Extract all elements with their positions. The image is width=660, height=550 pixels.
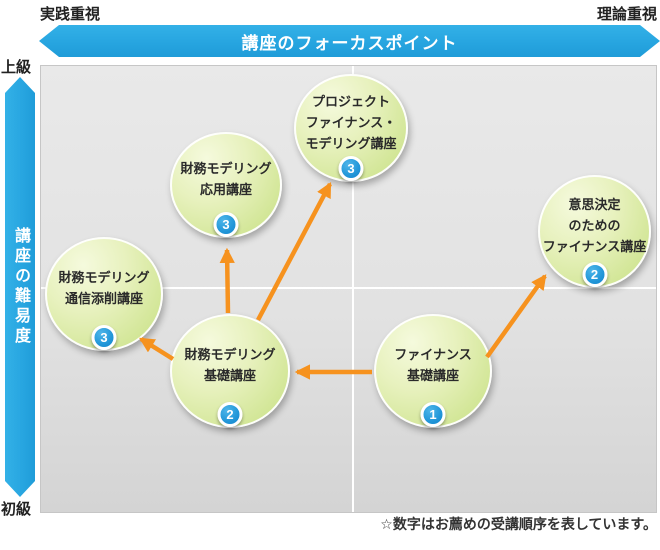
course-label: 財務モデリング 通信添削講座	[58, 270, 150, 306]
beginner-level-label: 初級	[1, 501, 32, 518]
order-badge: 1	[420, 402, 446, 427]
order-badge: 3	[338, 156, 364, 181]
quadrant-horizontal-line	[41, 287, 656, 289]
advanced-level-label: 上級	[1, 59, 32, 76]
focus-axis-arrow: 講座のフォーカスポイント	[39, 25, 660, 57]
order-badge: 3	[91, 325, 117, 350]
footnote: ☆数字はお薦めの受講順序を表しています。	[380, 516, 657, 532]
difficulty-axis-arrow: 講座の難易度	[5, 77, 35, 497]
practical-focus-label: 実践重視	[40, 6, 101, 23]
course-label: 財務モデリング 基礎講座	[184, 347, 276, 383]
course-node-financial-modeling-basic: 財務モデリング 基礎講座 2	[170, 314, 290, 428]
difficulty-axis-title: 講座の難易度	[12, 227, 29, 347]
order-badge: 2	[582, 262, 607, 287]
course-label: プロジェクト ファイナンス・ モデリング講座	[305, 93, 397, 151]
course-node-financial-modeling-correspondence: 財務モデリング 通信添削講座 3	[45, 237, 163, 351]
theoretical-focus-label: 理論重視	[596, 6, 657, 23]
course-label: 意思決定 のための ファイナンス講座	[542, 197, 647, 254]
course-node-project-finance-modeling: プロジェクト ファイナンス・ モデリング講座 3	[294, 74, 408, 182]
course-node-financial-modeling-advanced: 財務モデリング 応用講座 3	[170, 132, 282, 238]
course-node-decision-finance: 意思決定 のための ファイナンス講座 2	[538, 175, 651, 288]
course-label: ファイナンス 基礎講座	[394, 347, 472, 383]
quadrant-vertical-line	[352, 66, 354, 512]
course-node-finance-basic: ファイナンス 基礎講座 1	[374, 314, 492, 428]
course-label: 財務モデリング 応用講座	[180, 161, 272, 197]
order-badge: 3	[213, 212, 239, 237]
focus-axis-title: 講座のフォーカスポイント	[241, 33, 458, 53]
order-badge: 2	[217, 402, 243, 427]
